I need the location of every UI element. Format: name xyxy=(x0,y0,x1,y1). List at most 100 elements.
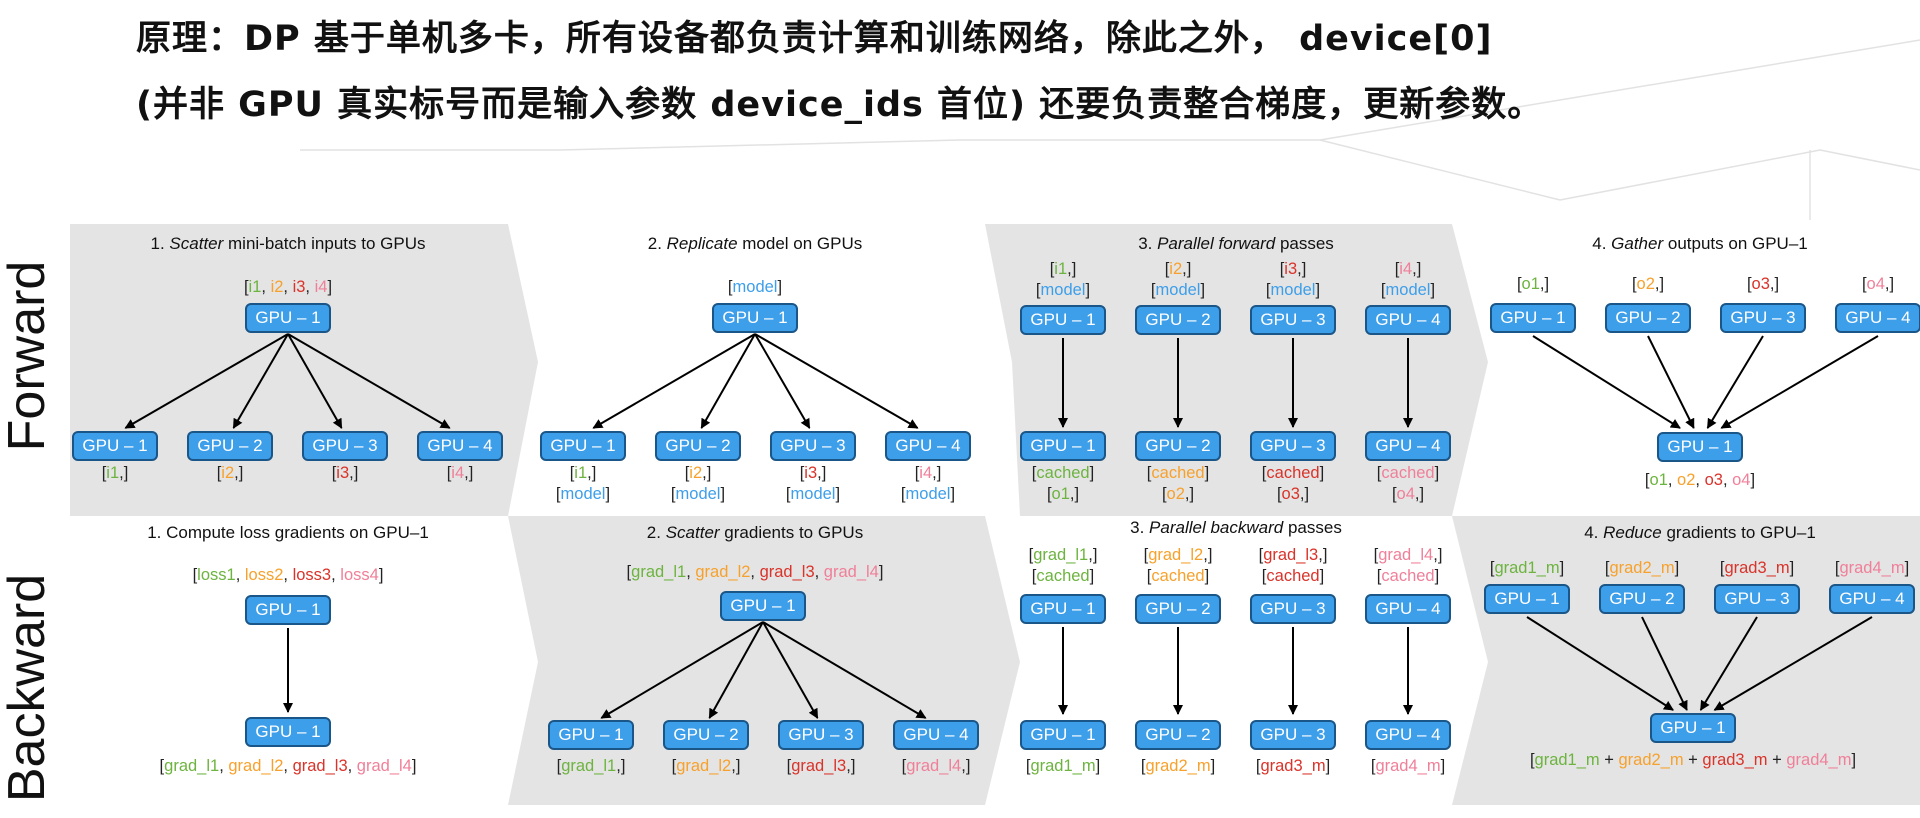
fwd-step3-model-label-4-part: model xyxy=(1385,281,1431,299)
bwd-step4-title: 4. Reduce gradients to GPU–1 xyxy=(1584,523,1816,543)
fwd-step3-output-label-3: [o3,] xyxy=(1277,484,1309,504)
bwd-step4-gpu-2: GPU – 2 xyxy=(1599,584,1685,614)
fwd-step4-output-label-3: [o3,] xyxy=(1747,274,1779,294)
fwd-step3-output-label-2-part: [ xyxy=(1161,485,1167,503)
fwd-step4-gpu-3: GPU – 3 xyxy=(1720,303,1806,333)
fwd-step2-model-label-4-part: model xyxy=(905,485,951,503)
fwd-step3-input-label-1-part: ,] xyxy=(1067,260,1077,278)
bwd-step3-gpu-top-2: GPU – 2 xyxy=(1135,594,1221,624)
fwd-step1-gpu-label-1-part: ,] xyxy=(119,464,129,482)
bwd-step2-grad-label-part: , xyxy=(686,563,696,581)
fwd-step2-input-label-4: [i4,] xyxy=(915,463,942,483)
bwd-step2-gpu-label-1-part: [ xyxy=(556,757,562,775)
bwd-step1-gpu-top: GPU – 1 xyxy=(245,595,331,625)
bwd-step3-grad-label-1-part: [ xyxy=(1028,546,1034,564)
fwd-step2-model-label-part: ] xyxy=(777,278,783,296)
bwd-step3-cached-label-3-part: ] xyxy=(1319,567,1325,585)
bwd-step1-loss-label-part: loss2 xyxy=(244,566,284,584)
fwd-step1-gpu-label-1-part: i1 xyxy=(106,464,120,482)
fwd-step1-gpu-label-4: [i4,] xyxy=(447,463,474,483)
fwd-step3-model-label-4-part: ] xyxy=(1430,281,1436,299)
bwd-step1-loss-label-part: loss1 xyxy=(197,566,236,584)
bwd-step2-grad-label-part: ] xyxy=(878,563,884,581)
fwd-step3-cached-label-4: [cached] xyxy=(1377,463,1439,483)
fwd-step3-output-label-1-part: ,] xyxy=(1069,485,1080,503)
fwd-step3-output-label-4-part: ,] xyxy=(1414,485,1425,503)
fwd-step3-model-label-1-part: model xyxy=(1040,281,1086,299)
bwd-step1-loss-label-part: ] xyxy=(378,566,384,584)
bwd-step3-cached-label-1-part: ] xyxy=(1089,567,1095,585)
fwd-step2-input-label-3-part: i3 xyxy=(804,464,818,482)
fwd-step2-input-label-2-part: ,] xyxy=(702,464,712,482)
fwd-step2-model-label-2-part: [ xyxy=(670,485,676,503)
bwd-step3-result-label-3-part: ] xyxy=(1325,757,1331,775)
bwd-step3-gpu-top-1: GPU – 1 xyxy=(1020,594,1106,624)
fwd-step3-input-label-2: [i2,] xyxy=(1165,259,1192,279)
fwd-step1-input-label: [i1, i2, i3, i4] xyxy=(244,277,332,297)
bwd-step2-gpu-2: GPU – 2 xyxy=(663,720,749,750)
fwd-step3-input-label-3-part: i3 xyxy=(1284,260,1298,278)
fwd-step3-cached-label-1-part: ] xyxy=(1089,464,1095,482)
bwd-step3-grad-label-3-part: ,] xyxy=(1318,546,1328,564)
fwd-step3-gpu-top-1: GPU – 1 xyxy=(1020,305,1106,335)
fwd-step1-gpu-label-3-part: ,] xyxy=(349,464,359,482)
bwd-step3-cached-label-4: [cached] xyxy=(1377,566,1439,586)
bwd-step3-cached-label-4-part: ] xyxy=(1434,567,1440,585)
bwd-step2-gpu-label-4-part: [ xyxy=(901,757,907,775)
bwd-step3-cached-label-3-part: [ xyxy=(1261,567,1267,585)
bwd-step1-grad-label-part: , xyxy=(283,757,293,775)
fwd-step3-output-label-3-part: [ xyxy=(1276,485,1282,503)
fwd-step3-model-label-3-part: ] xyxy=(1315,281,1321,299)
bwd-step2-gpu-label-3-part: grad_l3 xyxy=(791,757,847,775)
fwd-step4-gathered-label-part: o2 xyxy=(1677,471,1696,489)
fwd-step4-output-label-2-part: ,] xyxy=(1654,275,1665,293)
fwd-step2-title: 2. Replicate model on GPUs xyxy=(648,234,863,254)
fwd-step3-model-label-3-part: [ xyxy=(1265,281,1271,299)
fwd-step2-model-label-part: [ xyxy=(727,278,733,296)
bwd-step4-grad-label-2: [grad2_m] xyxy=(1605,558,1679,578)
fwd-step3-gpu-top-3: GPU – 3 xyxy=(1250,305,1336,335)
fwd-step2-input-label-4-part: [ xyxy=(914,464,920,482)
bwd-step2-gpu-label-3-part: [ xyxy=(786,757,792,775)
bwd-step4-reduced-label-part: + xyxy=(1683,751,1703,769)
bwd-step3-gpu-bottom-2: GPU – 2 xyxy=(1135,720,1221,750)
fwd-step4-gathered-label: [o1, o2, o3, o4] xyxy=(1645,470,1755,490)
fwd-step2-model-label-3-part: ] xyxy=(835,485,841,503)
fwd-step2-input-label-1-part: i1 xyxy=(574,464,588,482)
bwd-step4-grad-label-3: [grad3_m] xyxy=(1720,558,1794,578)
fwd-step3-gpu-top-2: GPU – 2 xyxy=(1135,305,1221,335)
title-line-1: 原理：DP 基于单机多卡，所有设备都负责计算和训练网络，除此之外， device… xyxy=(136,19,1493,59)
bwd-step4-grad-label-1-part: ] xyxy=(1559,559,1565,577)
fwd-step2-model-label-3-part: model xyxy=(790,485,836,503)
bwd-step3-grad-label-2-part: grad_l2 xyxy=(1148,546,1204,564)
fwd-step3-model-label-2: [model] xyxy=(1151,280,1205,300)
bwd-step2-grad-label-part: , xyxy=(750,563,760,581)
bwd-step3-result-label-1-part: ] xyxy=(1095,757,1101,775)
fwd-step3-input-label-1: [i1,] xyxy=(1050,259,1077,279)
bwd-step4-grad-label-3-part: grad3_m xyxy=(1724,559,1790,577)
bwd-step1-title-text: Compute loss gradients on GPU–1 xyxy=(166,523,429,542)
bwd-step1-title: 1. Compute loss gradients on GPU–1 xyxy=(147,523,429,543)
fwd-step1-gpu-label-1-part: [ xyxy=(101,464,107,482)
bwd-step3-grad-label-4-part: grad_l4 xyxy=(1378,546,1434,564)
bwd-step4-grad-label-2-part: grad2_m xyxy=(1609,559,1675,577)
fwd-step4-output-label-1-part: ,] xyxy=(1539,275,1550,293)
bwd-step2-gpu-label-3: [grad_l3,] xyxy=(787,756,856,776)
bwd-step3-grad-label-2-part: [ xyxy=(1143,546,1149,564)
fwd-step3-input-label-3-part: ,] xyxy=(1297,260,1307,278)
fwd-step1-gpu-label-4-part: i4 xyxy=(451,464,465,482)
bwd-step3-result-label-1-part: grad1_m xyxy=(1030,757,1096,775)
fwd-step3-input-label-1-part: [ xyxy=(1049,260,1055,278)
fwd-step4-gathered-label-part: , xyxy=(1722,471,1733,489)
bwd-step2-grad-label-part: grad_l4 xyxy=(823,563,879,581)
fwd-step2-model-label-1: [model] xyxy=(556,484,610,504)
bwd-step3-result-label-2: [grad2_m] xyxy=(1141,756,1215,776)
fwd-step3-model-label-4-part: [ xyxy=(1380,281,1386,299)
fwd-step3-cached-label-2-part: [ xyxy=(1146,464,1152,482)
bwd-step2-grad-label-part: , xyxy=(814,563,824,581)
fwd-step2-model-label: [model] xyxy=(728,277,782,297)
bwd-step3-gpu-top-3: GPU – 3 xyxy=(1250,594,1336,624)
bwd-step3-grad-label-2: [grad_l2,] xyxy=(1144,545,1213,565)
fwd-step4-gathered-label-part: [ xyxy=(1644,471,1650,489)
fwd-step3-model-label-2-part: model xyxy=(1155,281,1201,299)
